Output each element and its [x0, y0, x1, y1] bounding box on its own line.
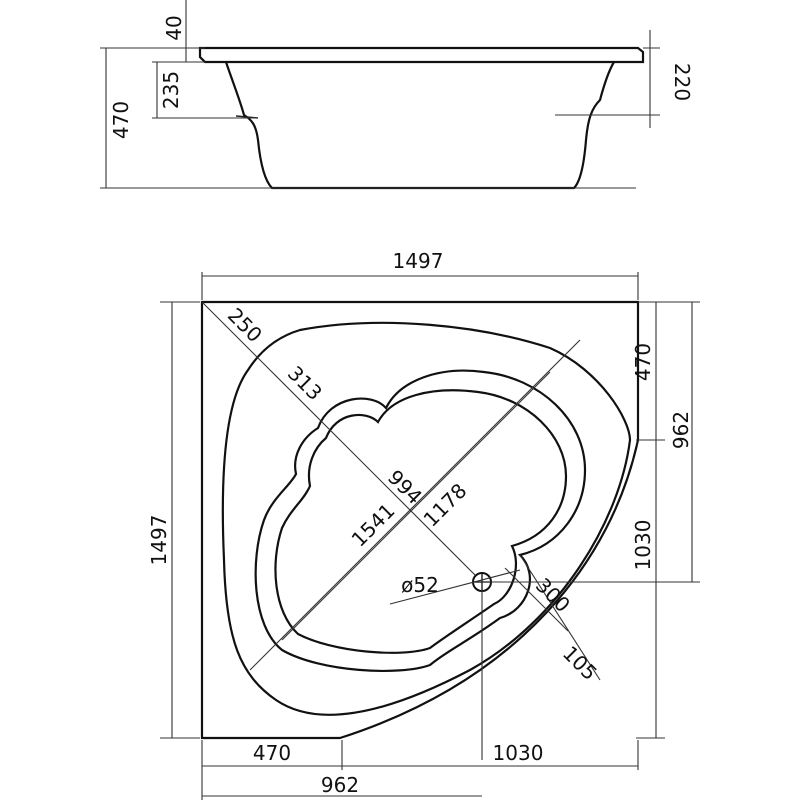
side-view-rim — [198, 46, 645, 64]
dim-right-mid: 962 — [669, 411, 693, 449]
dim-diag-inner: 313 — [283, 361, 327, 405]
top-view-shell — [221, 321, 632, 716]
dim-diag-total: 1541 — [347, 499, 400, 552]
dim-drain-offset: 300 — [531, 573, 575, 617]
dim-bottom-total: 962 — [321, 773, 359, 797]
top-view-basin-inner — [274, 389, 568, 654]
dim-diag-corner: 250 — [223, 303, 267, 347]
dim-drain: ø52 — [401, 573, 439, 597]
dim-right-seat: 220 — [670, 63, 694, 101]
side-view-basin — [224, 61, 615, 190]
top-view-outline — [200, 300, 640, 740]
dim-seat-height: 235 — [159, 71, 183, 109]
dim-diag-basin: 994 — [383, 465, 427, 509]
dim-height-left: 1497 — [147, 515, 171, 566]
top-view-main-diagonal — [201, 301, 483, 583]
dim-right-top: 470 — [631, 343, 655, 381]
dim-edge-offset: 105 — [558, 641, 602, 685]
top-view: 1497 1497 470 962 1030 470 1030 962 250 … — [147, 249, 700, 800]
dim-bottom-right: 1030 — [493, 741, 544, 765]
dim-rim-thickness: 40 — [162, 15, 186, 40]
dim-width-top: 1497 — [393, 249, 444, 273]
dim-diag-cross: 1178 — [419, 479, 472, 532]
top-view-basin-outer — [254, 369, 587, 672]
dim-total-height: 470 — [109, 101, 133, 139]
dim-bottom-left: 470 — [253, 741, 291, 765]
dim-right-bottom: 1030 — [631, 520, 655, 571]
top-view-cross-diagonal — [249, 339, 581, 671]
side-view: 40 235 470 220 — [100, 0, 694, 190]
